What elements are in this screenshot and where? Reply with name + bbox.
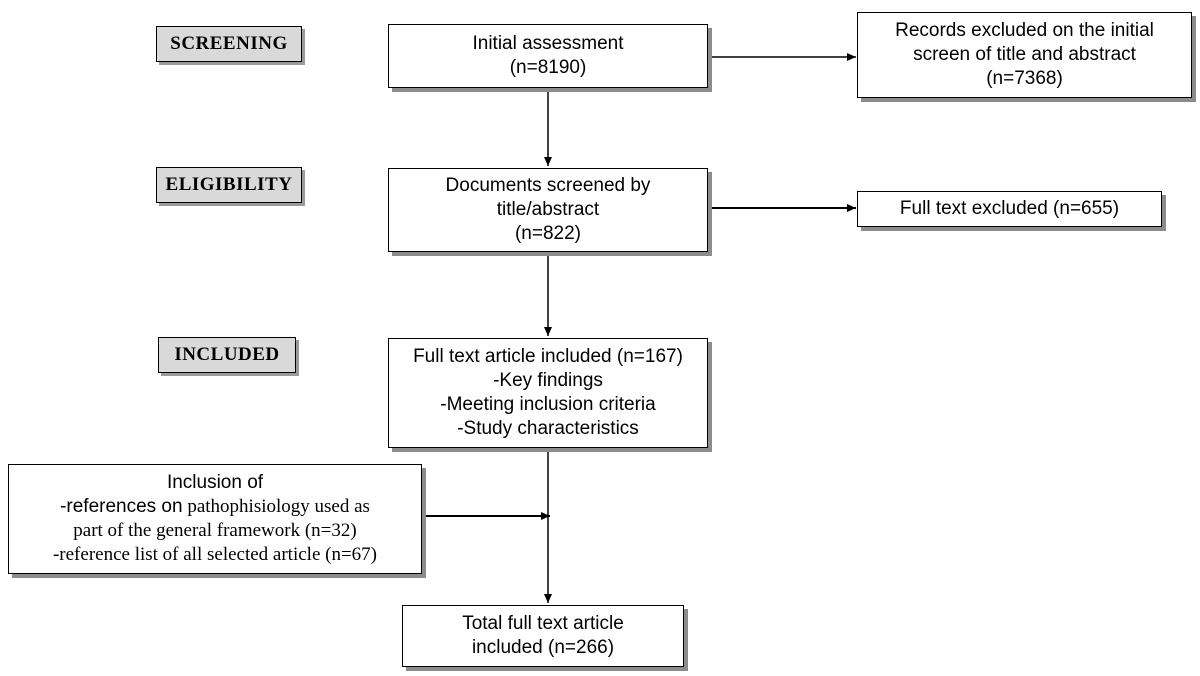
stage-label-eligibility: ELIGIBILITY bbox=[156, 167, 302, 203]
box-records-excluded: Records excluded on the initial screen o… bbox=[857, 12, 1192, 98]
box-text-line: title/abstract bbox=[496, 199, 600, 220]
box-text-line: Initial assessment bbox=[472, 33, 624, 54]
box-full-text-excluded: Full text excluded (n=655) bbox=[857, 191, 1162, 227]
box-text-line: -references on pathophisiology used as bbox=[60, 495, 370, 519]
box-text-line: -Key findings bbox=[493, 370, 603, 391]
box-full-text-included: Full text article included (n=167) -Key … bbox=[388, 338, 708, 448]
box-text-line: (n=822) bbox=[514, 223, 582, 244]
box-text-line: Inclusion of bbox=[166, 472, 264, 493]
box-text-line: screen of title and abstract bbox=[913, 44, 1136, 65]
box-inclusion-of-references: Inclusion of -references on pathophisiol… bbox=[8, 464, 422, 574]
references-prefix: -references on bbox=[60, 496, 183, 517]
box-total-included: Total full text article included (n=266) bbox=[402, 605, 684, 667]
box-text-line: Records excluded on the initial bbox=[895, 20, 1154, 41]
box-text-line: included (n=266) bbox=[471, 637, 615, 658]
box-initial-assessment: Initial assessment (n=8190) bbox=[388, 24, 708, 88]
box-text-line: (n=7368) bbox=[986, 68, 1063, 89]
stage-label-included: INCLUDED bbox=[158, 337, 296, 373]
stage-label-screening: SCREENING bbox=[156, 26, 302, 62]
box-text-line: part of the general framework (n=32) bbox=[73, 520, 357, 541]
references-rest: pathophisiology used as bbox=[182, 496, 370, 517]
box-text-line: -reference list of all selected article … bbox=[52, 544, 378, 565]
box-text-line: -Study characteristics bbox=[457, 418, 639, 439]
box-text-line: Full text excluded (n=655) bbox=[899, 198, 1120, 219]
box-text-line: -Meeting inclusion criteria bbox=[440, 394, 656, 415]
box-text-line: Total full text article bbox=[462, 613, 624, 634]
box-documents-screened: Documents screened by title/abstract (n=… bbox=[388, 168, 708, 252]
box-text-line: Full text article included (n=167) bbox=[413, 346, 683, 367]
box-text-line: Documents screened by bbox=[445, 175, 651, 196]
box-text-line: (n=8190) bbox=[509, 57, 587, 78]
